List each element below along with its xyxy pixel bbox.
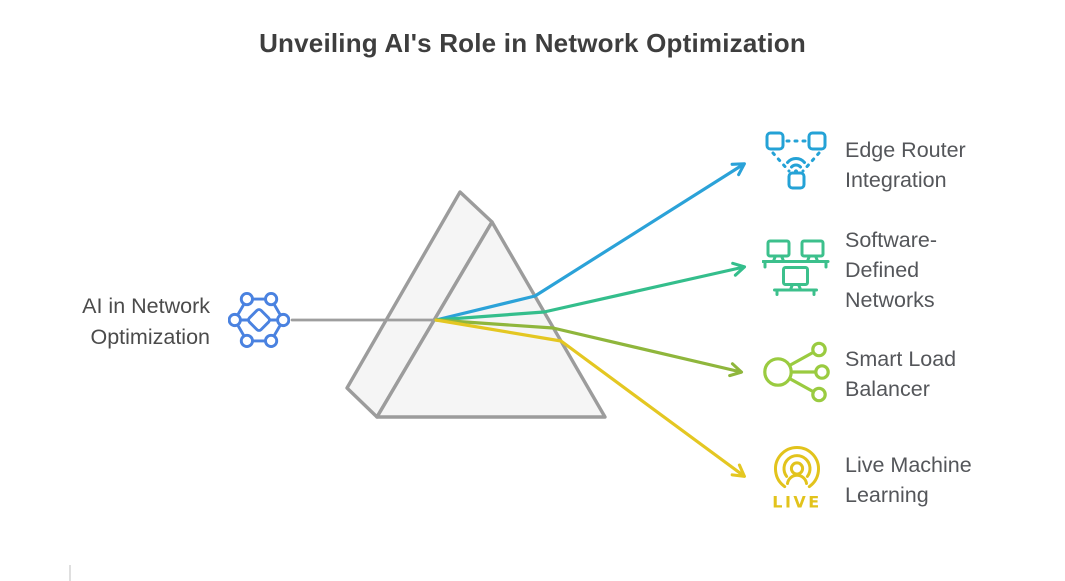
live-badge-text: LIVE — [772, 493, 821, 512]
output-label-line: Software- — [845, 228, 938, 252]
faint-edge-mark — [69, 565, 71, 581]
output-label-live-ml: Live Machine Learning — [845, 450, 1060, 510]
live-broadcast-icon: LIVE — [772, 446, 821, 512]
output-label-line: Live Machine — [845, 453, 972, 477]
sdn-monitors-icon — [762, 239, 830, 296]
output-label-line: Integration — [845, 168, 947, 192]
page-title: Unveiling AI's Role in Network Optimizat… — [259, 28, 806, 58]
source-label-line: Optimization — [90, 325, 211, 349]
output-label-line: Smart Load — [845, 347, 957, 371]
source-label-line: AI in Network — [82, 294, 210, 318]
ray-load-balancer — [434, 318, 744, 378]
ray-live-ml — [434, 318, 746, 478]
edge-router-icon — [765, 131, 827, 190]
output-label-load-balancer: Smart Load Balancer — [845, 344, 1060, 404]
output-label-sdn: Software- Defined Networks — [845, 225, 1060, 315]
load-balancer-icon — [763, 341, 830, 403]
ray-sdn — [434, 261, 747, 322]
output-label-line: Networks — [845, 288, 935, 312]
ray-edge-router — [434, 162, 746, 322]
output-label-line: Learning — [845, 483, 929, 507]
network-hub-icon — [228, 292, 290, 348]
output-label-line: Defined — [845, 258, 920, 282]
output-label-edge-router: Edge Router Integration — [845, 135, 1060, 195]
source-label: AI in Network Optimization — [20, 291, 210, 353]
output-label-line: Balancer — [845, 377, 930, 401]
output-label-line: Edge Router — [845, 138, 966, 162]
